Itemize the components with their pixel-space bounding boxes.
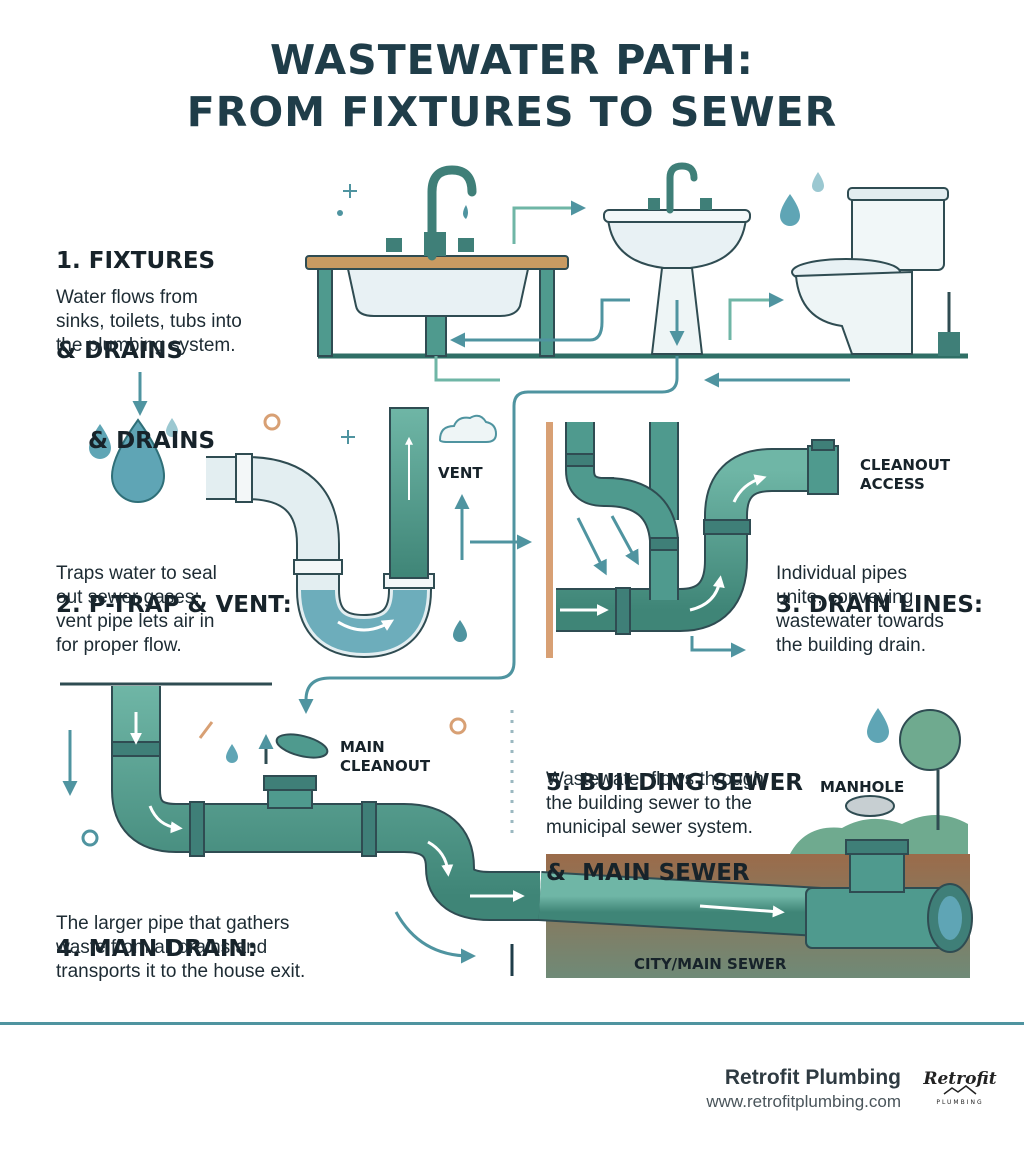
main-cleanout-label: MAIN CLEANOUT bbox=[340, 738, 431, 775]
logo-text: Retrofit bbox=[922, 1069, 996, 1089]
toilet-icon bbox=[791, 187, 960, 356]
cleanout-access-label: CLEANOUT ACCESS bbox=[860, 456, 951, 493]
section-1-body: Water flows from sinks, toilets, tubs in… bbox=[56, 287, 242, 356]
water-drop-icon bbox=[110, 418, 166, 503]
section-4-body: The larger pipe that gathers waste from … bbox=[56, 913, 306, 982]
manhole-cover-icon bbox=[845, 795, 895, 817]
drain-lines-icon bbox=[546, 422, 839, 658]
brand-url[interactable]: www.retrofitplumbing.com bbox=[706, 1092, 901, 1111]
sparkle-icon bbox=[343, 184, 357, 198]
footer-divider bbox=[0, 1022, 1024, 1025]
water-drop-icon bbox=[89, 424, 111, 459]
fixtures-group bbox=[305, 162, 968, 388]
retrofit-logo-icon: Retrofit PLUMBING bbox=[922, 1069, 996, 1106]
title-line-1: WASTEWATER PATH: bbox=[270, 36, 754, 84]
section-1-heading: 1. FIXTURES & DRAINS & DRAINS bbox=[56, 248, 216, 454]
section-5-heading: 5. BUILDING SEWER & MAIN SEWER bbox=[546, 770, 804, 886]
section-2-heading: 2. P-TRAP & VENT: bbox=[56, 592, 292, 618]
pedestal-sink-icon bbox=[603, 162, 751, 355]
section-5-body: Wastewater flows through the building se… bbox=[546, 769, 764, 838]
page-title: WASTEWATER PATH: FROM FIXTURES TO SEWER bbox=[0, 34, 1024, 138]
main-sewer-icon bbox=[538, 708, 973, 978]
plumbing-illustration bbox=[60, 162, 973, 978]
main-drain-icon bbox=[60, 682, 540, 976]
section-4-heading: 4. MAIN DRAIN: bbox=[56, 936, 257, 962]
kitchen-sink-icon bbox=[305, 165, 569, 357]
flow-path bbox=[298, 356, 679, 714]
section-3-heading: 3. DRAIN LINES: bbox=[776, 592, 984, 618]
droplet-icon bbox=[812, 172, 824, 192]
tree-icon bbox=[899, 709, 961, 771]
cloud-icon bbox=[438, 414, 498, 443]
city-sewer-label: CITY/MAIN SEWER bbox=[634, 955, 787, 973]
brand-name: Retrofit Plumbing bbox=[724, 1066, 901, 1089]
vent-label: VENT bbox=[438, 464, 483, 482]
p-trap-icon bbox=[206, 407, 435, 659]
title-line-2: FROM FIXTURES TO SEWER bbox=[186, 88, 838, 136]
droplet-icon bbox=[780, 194, 800, 226]
section-3-body: Individual pipes unite, conveying wastew… bbox=[776, 563, 944, 656]
logo-subtext: PLUMBING bbox=[936, 1099, 983, 1106]
section-2-body: Traps water to seal out sewer gases; ven… bbox=[56, 563, 217, 656]
manhole-label: MANHOLE bbox=[820, 778, 905, 796]
